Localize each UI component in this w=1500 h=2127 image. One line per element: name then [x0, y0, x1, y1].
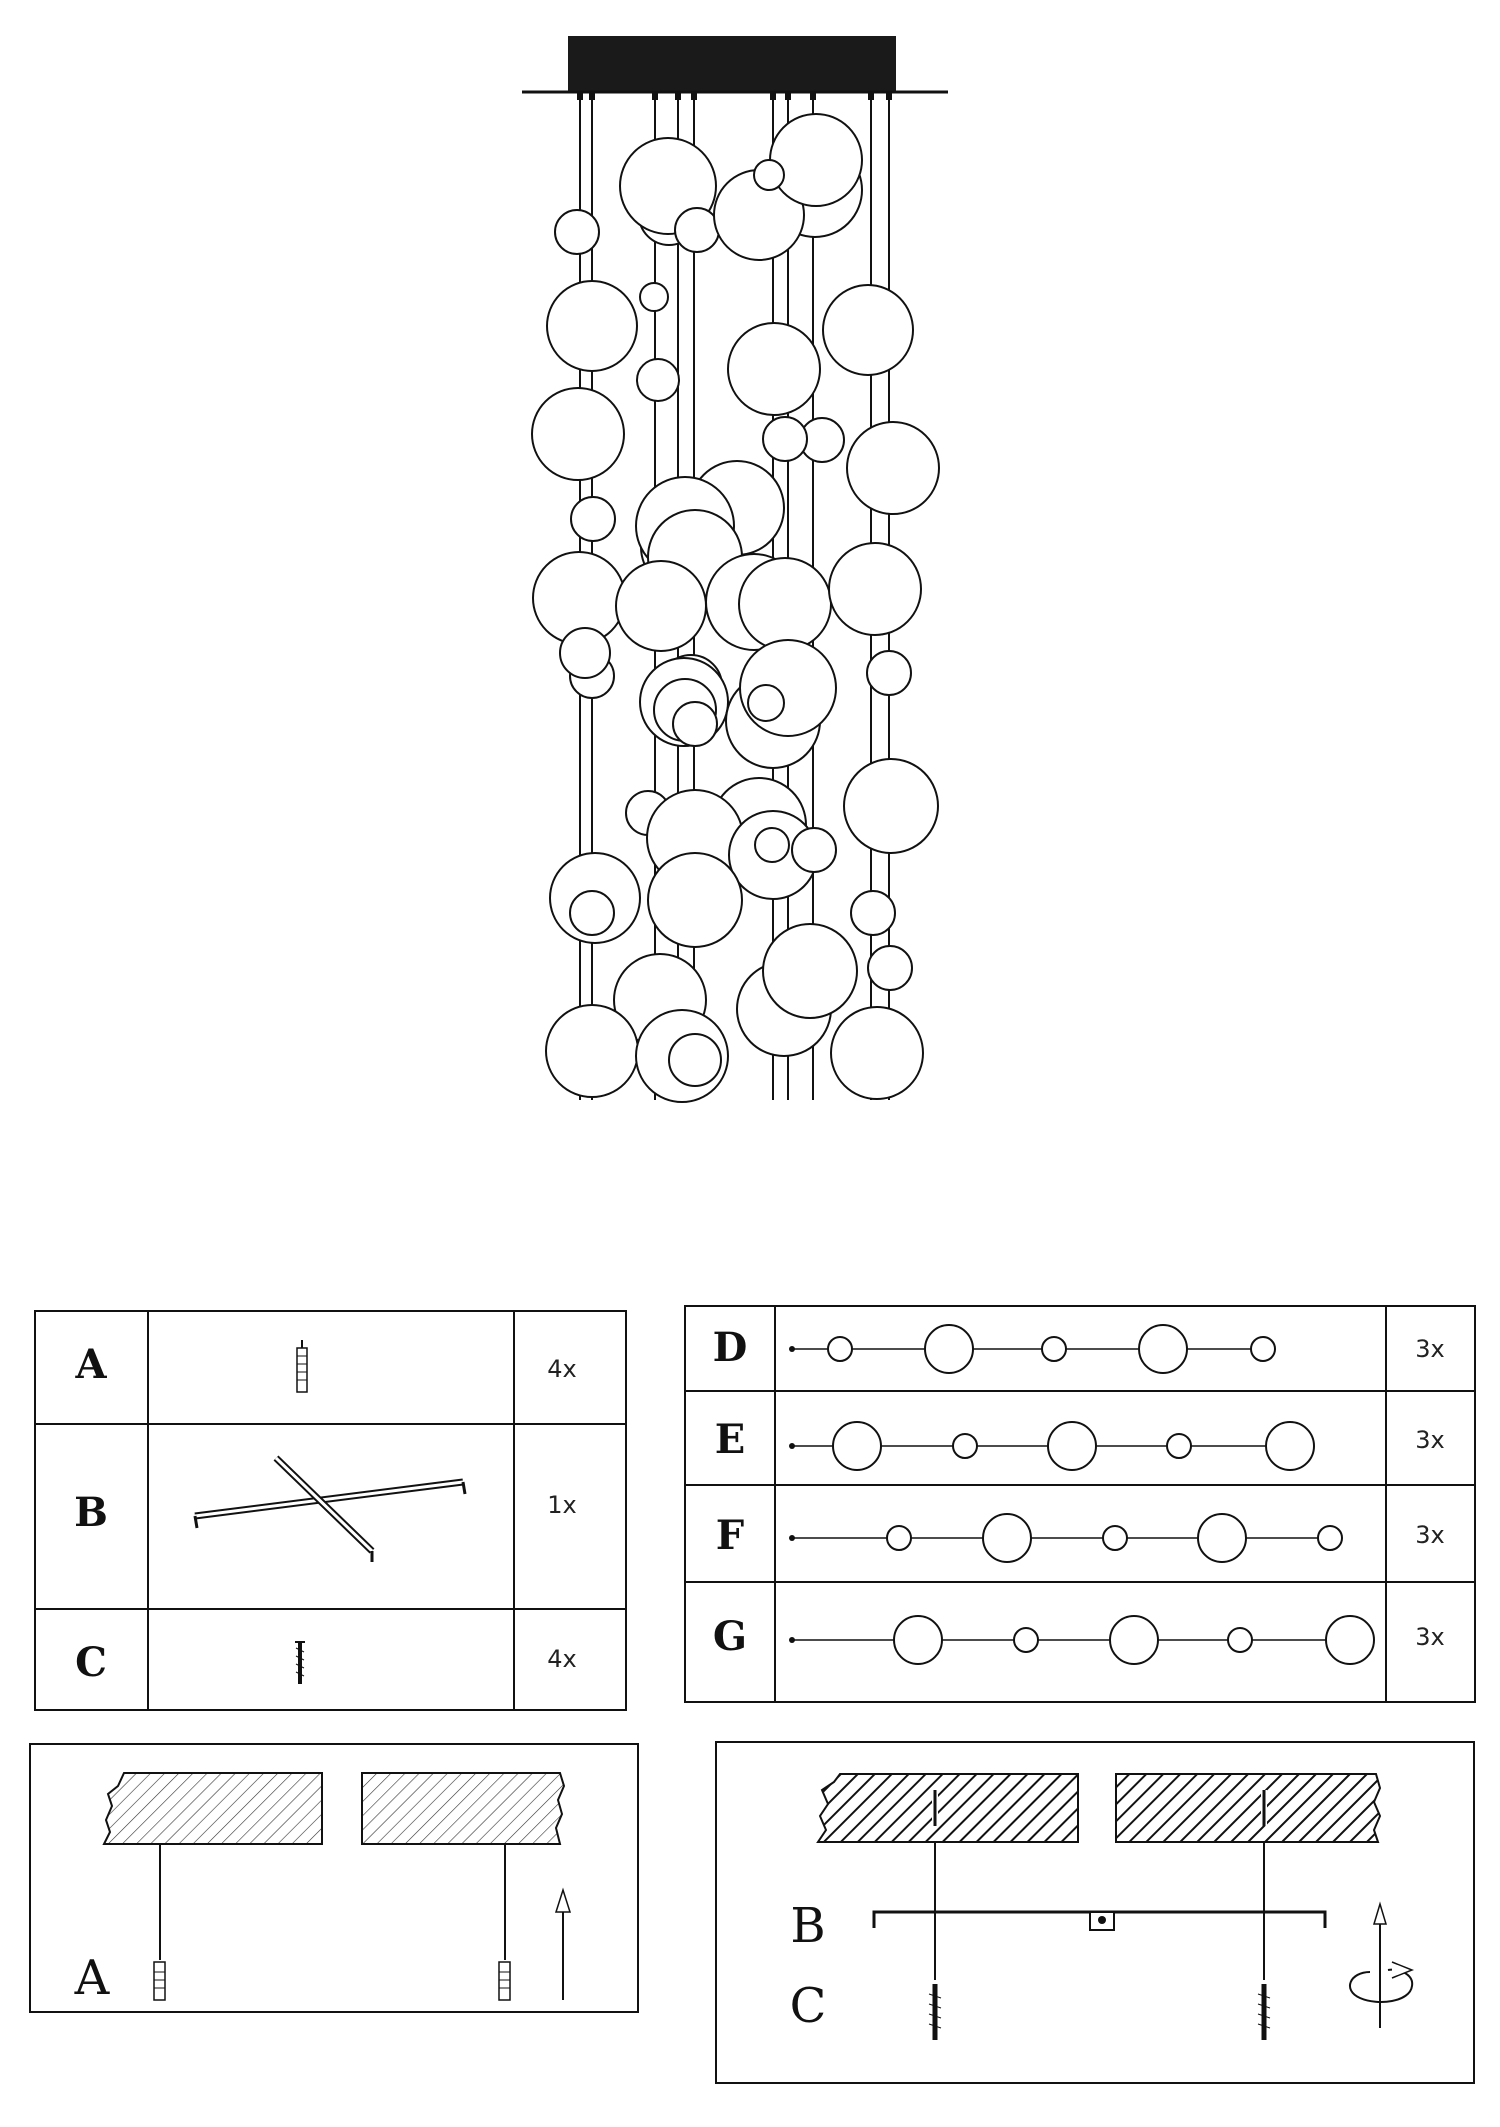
part-letter-g: G — [713, 1613, 747, 1660]
glass-ball — [769, 113, 863, 207]
part-letter-d: D — [713, 1324, 748, 1371]
glass-ball — [1109, 1615, 1159, 1665]
glass-ball — [672, 701, 718, 747]
part-qty-b: 1x — [547, 1491, 576, 1519]
glass-ball — [866, 650, 912, 696]
glass-ball — [1138, 1324, 1188, 1374]
glass-ball — [747, 684, 785, 722]
glass-ball — [762, 416, 808, 462]
screw-icon — [295, 1641, 305, 1684]
glass-ball — [647, 852, 743, 948]
glass-ball — [559, 627, 611, 679]
glass-ball — [636, 358, 680, 402]
glass-ball — [1227, 1627, 1253, 1653]
glass-ball — [1250, 1336, 1276, 1362]
rod-cap — [810, 92, 816, 100]
glass-ball — [846, 421, 940, 515]
glass-ball — [754, 827, 790, 863]
ceiling-section-left — [102, 1772, 323, 1845]
ceiling-section-right — [1115, 1773, 1382, 1843]
glass-ball — [1265, 1421, 1315, 1471]
rod-cap — [691, 92, 697, 100]
part-qty-e: 3x — [1415, 1426, 1444, 1454]
glass-ball — [791, 827, 837, 873]
ceiling-canopy — [568, 36, 896, 92]
cross-bracket-icon — [872, 1910, 1327, 1931]
glass-ball — [893, 1615, 943, 1665]
parts-table-strings: D E F G 3x 3x 3x 3x — [684, 1305, 1476, 1703]
rod-cap — [770, 92, 776, 100]
step-1-panel: A — [29, 1743, 639, 2013]
glass-ball — [886, 1525, 912, 1551]
glass-ball — [554, 209, 600, 255]
wall-plug-icon — [296, 1340, 308, 1393]
part-letter-c: C — [75, 1639, 107, 1686]
part-letter-e: E — [715, 1416, 746, 1463]
cross-bracket-icon — [193, 1455, 467, 1562]
rod-cap — [675, 92, 681, 100]
glass-ball — [850, 890, 896, 936]
rod-cap — [589, 92, 595, 100]
glass-ball — [832, 1421, 882, 1471]
glass-ball — [1102, 1525, 1128, 1551]
ceiling-section-right — [361, 1772, 566, 1845]
step2-label-b: B — [790, 1898, 825, 1954]
glass-ball — [1325, 1615, 1375, 1665]
glass-ball — [753, 159, 785, 191]
step-2-panel: B C — [715, 1741, 1475, 2084]
glass-ball — [924, 1324, 974, 1374]
rod-cap — [785, 92, 791, 100]
glass-ball — [867, 945, 913, 991]
glass-ball — [822, 284, 914, 376]
part-qty-a: 4x — [547, 1355, 576, 1383]
glass-ball — [1047, 1421, 1097, 1471]
rod-cap — [868, 92, 874, 100]
step1-label-a: A — [74, 1950, 111, 2006]
part-qty-f: 3x — [1415, 1521, 1444, 1549]
glass-ball — [546, 280, 638, 372]
glass-ball — [727, 322, 821, 416]
part-qty-d: 3x — [1415, 1335, 1444, 1363]
glass-ball — [1317, 1525, 1343, 1551]
part-letter-a: A — [74, 1341, 107, 1388]
glass-ball — [827, 1336, 853, 1362]
wall-plug-icon — [498, 1961, 511, 2001]
glass-ball — [843, 758, 939, 854]
glass-ball — [830, 1006, 924, 1100]
wall-plug-icon — [153, 1961, 166, 2001]
glass-ball — [545, 1004, 639, 1098]
screw-icon — [928, 1984, 942, 2040]
up-arrow-icon — [554, 1887, 572, 2000]
glass-ball — [570, 496, 616, 542]
screw-icon — [1257, 1984, 1271, 2040]
glass-ball — [531, 387, 625, 481]
rod-cap — [652, 92, 658, 100]
glass-ball — [674, 207, 720, 253]
glass-ball — [1013, 1627, 1039, 1653]
rotate-icon — [1348, 1901, 1415, 2028]
glass-ball — [639, 282, 669, 312]
chandelier-illustration — [522, 36, 948, 1103]
glass-ball — [668, 1033, 722, 1087]
glass-ball — [1166, 1433, 1192, 1459]
glass-ball — [952, 1433, 978, 1459]
part-qty-c: 4x — [547, 1645, 576, 1673]
glass-ball — [738, 557, 832, 651]
step2-label-c: C — [790, 1978, 827, 2034]
ceiling-section-left — [816, 1773, 1079, 1843]
glass-ball — [569, 890, 615, 936]
glass-ball — [762, 923, 858, 1019]
part-letter-f: F — [716, 1512, 744, 1559]
part-qty-g: 3x — [1415, 1623, 1444, 1651]
glass-ball — [1197, 1513, 1247, 1563]
glass-ball — [615, 560, 707, 652]
glass-ball — [828, 542, 922, 636]
rod-cap — [886, 92, 892, 100]
parts-table-hardware: A 4x B 1x C — [34, 1310, 627, 1711]
glass-ball — [982, 1513, 1032, 1563]
part-letter-b: B — [74, 1489, 108, 1536]
glass-ball — [1041, 1336, 1067, 1362]
rod-cap — [577, 92, 583, 100]
